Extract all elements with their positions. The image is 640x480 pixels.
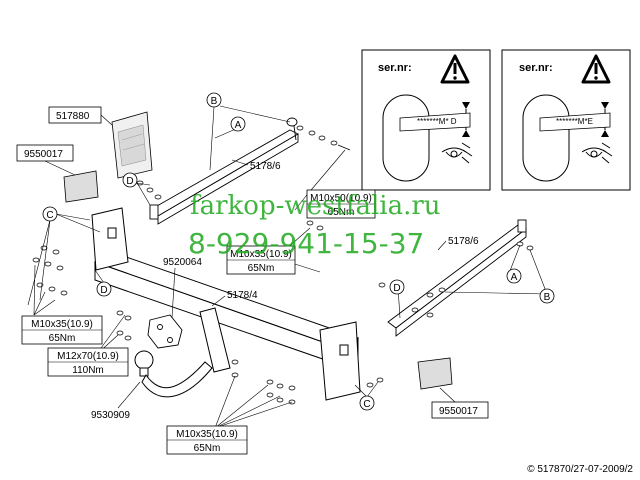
svg-text:D: D (126, 176, 133, 187)
bracket-right-part (387, 219, 527, 337)
plate-part-right (417, 357, 453, 390)
arrow-up-icon (462, 130, 470, 137)
label-bracket-right: 5178/6 (448, 236, 479, 247)
socket-plate-part (147, 314, 183, 349)
label-sticker: 517880 (56, 111, 90, 122)
serial-plate (539, 112, 611, 132)
eye-icon (581, 142, 613, 164)
warning-panel-2: ser.nr: *******M*E (501, 49, 631, 191)
label-plate-left: 9550017 (24, 149, 63, 160)
svg-text:M10x35(10.9): M10x35(10.9) (176, 429, 238, 440)
svg-text:D: D (100, 285, 107, 296)
callout-a-right: A (506, 268, 522, 284)
svg-text:65Nm: 65Nm (194, 443, 221, 454)
watermark-site: farkop-westfalia.ru (190, 191, 441, 221)
callout-c-left: C (42, 206, 58, 222)
eye-icon (441, 142, 473, 164)
label-towball: 9530909 (91, 410, 130, 421)
svg-text:B: B (544, 292, 551, 303)
warning-panel-1-ser-label: ser.nr: (378, 62, 412, 74)
svg-text:A: A (511, 272, 518, 283)
copyright-text: © 517870/27-07-2009/2 (527, 464, 633, 475)
label-bracket-top: 5178/6 (250, 161, 281, 172)
label-plate-right: 9550017 (439, 406, 478, 417)
svg-text:M10x50(10.9): M10x50(10.9) (310, 193, 372, 204)
svg-text:M12x70(10.9): M12x70(10.9) (57, 351, 119, 362)
serial-plate (399, 112, 471, 132)
warning-panel-2-code: *******M*E (556, 117, 593, 126)
svg-text:110Nm: 110Nm (72, 365, 104, 376)
svg-text:A: A (235, 120, 242, 131)
hitch-head-outline (382, 94, 430, 182)
callout-d-top: D (122, 172, 138, 188)
bolt-spec-box-5: M10x35(10.9) 65Nm (166, 425, 248, 455)
warning-triangle-icon (440, 54, 470, 84)
warning-panel-1: ser.nr: *******M* D (361, 49, 491, 191)
callout-d-left: D (96, 281, 112, 297)
watermark-phone: 8-929-941-15-37 (188, 227, 424, 260)
svg-text:M10x35(10.9): M10x35(10.9) (230, 249, 292, 260)
bolt-spec-box-3: M10x35(10.9) 65Nm (21, 315, 103, 345)
svg-text:C: C (46, 210, 53, 221)
arrow-down-icon (462, 102, 470, 109)
callout-c-bottom: C (359, 395, 375, 411)
svg-text:65Nm: 65Nm (328, 207, 355, 218)
callout-d-right: D (389, 279, 405, 295)
sticker-part (111, 111, 153, 179)
warning-panel-2-ser-label: ser.nr: (519, 62, 553, 74)
svg-text:B: B (211, 96, 218, 107)
plate-part-left (63, 170, 99, 203)
svg-text:M10x35(10.9): M10x35(10.9) (31, 319, 93, 330)
svg-text:C: C (363, 399, 370, 410)
arrow-up-icon (601, 130, 609, 137)
label-socket: 9520064 (163, 257, 202, 268)
svg-text:65Nm: 65Nm (248, 263, 275, 274)
svg-text:65Nm: 65Nm (49, 333, 76, 344)
svg-text:D: D (393, 283, 400, 294)
bracket-top-part (149, 117, 299, 225)
warning-panel-1-code: *******M* D (417, 117, 457, 126)
bolt-spec-box-4: M12x70(10.9) 110Nm (47, 347, 129, 377)
crossbar-part (91, 207, 361, 401)
callout-b-right: B (539, 288, 555, 304)
bolt-spec-box-2: M10x35(10.9) 65Nm (226, 245, 296, 275)
bolt-spec-box-1: M10x50(10.9) 65Nm (306, 189, 376, 219)
hitch-head-outline (522, 94, 570, 182)
warning-triangle-icon (581, 54, 611, 84)
arrow-down-icon (601, 102, 609, 109)
fasteners (32, 125, 534, 405)
callout-b-top: B (206, 92, 222, 108)
label-crossbar: 5178/4 (227, 290, 258, 301)
towball-part (134, 350, 213, 398)
callout-a-top: A (230, 116, 246, 132)
